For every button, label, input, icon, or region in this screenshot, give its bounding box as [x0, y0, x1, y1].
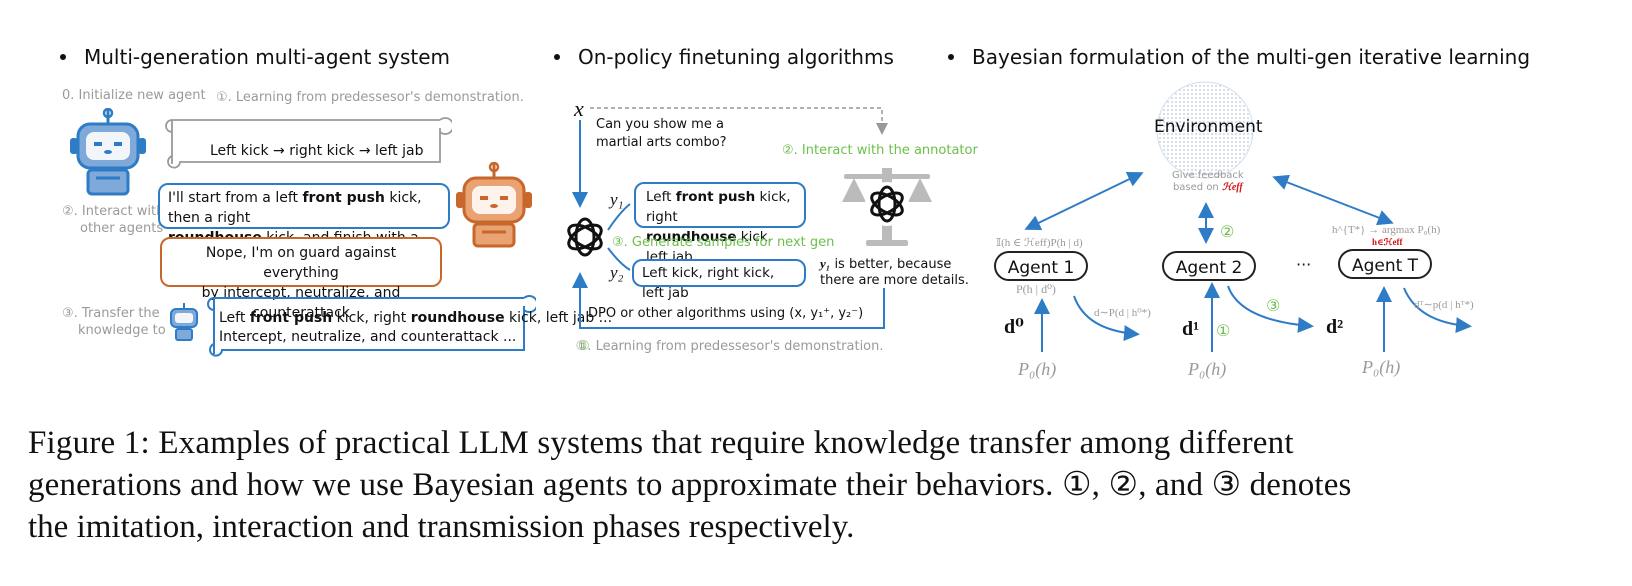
- circle-1-label: ①: [1216, 321, 1231, 340]
- sample-T-label: dᵀ∼p(d | hᵀ*): [1414, 299, 1474, 311]
- better-line1: y₁ is better, because: [820, 256, 952, 272]
- d1-label: d¹: [1182, 318, 1200, 340]
- y2-label: y₂: [610, 263, 624, 282]
- scroll-1: [165, 117, 452, 169]
- agent-2-box: Agent 2: [1162, 251, 1256, 281]
- orange-robot-icon: [456, 162, 532, 248]
- prompt-line1: Can you show me a: [596, 117, 724, 132]
- prior-T-label: P₀(h): [1362, 357, 1401, 377]
- indicator-label: 𝕀(h ∈ ℋeff)P(h | d): [996, 237, 1083, 249]
- y2-bubble: Left kick, right kick, left jab: [632, 259, 806, 301]
- panel2-heading: On-policy finetuning algorithms: [554, 45, 894, 69]
- panel3-arrows: [1024, 172, 1472, 352]
- bubble-orange-agent: Nope, I'm on guard against everything by…: [160, 237, 442, 321]
- posterior-1-label: P(h | d⁰): [1016, 282, 1056, 296]
- hT-label: h^{T*} → argmax P₀(h) h∈ℋeff: [1332, 224, 1441, 247]
- panel1-heading: Multi-generation multi-agent system: [60, 45, 450, 69]
- panel2-arrows: [572, 107, 888, 329]
- x-label: x: [574, 96, 584, 121]
- prompt-line2: martial arts combo?: [596, 135, 727, 150]
- agent-1-box: Agent 1: [994, 251, 1088, 281]
- scale-annotator-icon: [842, 168, 932, 246]
- scroll1-text: Left kick → right kick → left jab: [210, 143, 424, 159]
- step2-label-2: other agents: [80, 221, 164, 236]
- d2-label: d²: [1326, 316, 1344, 338]
- scroll2-line1: Left front push kick, right roundhouse k…: [219, 310, 613, 326]
- y1-label: y₁: [610, 190, 624, 209]
- ellipsis-dots: ···: [1296, 255, 1312, 274]
- step2-label-1: ②. Interact with: [62, 204, 165, 219]
- circle-3-label: ③: [1266, 296, 1281, 315]
- figure-caption: Figure 1: Examples of practical LLM syst…: [28, 425, 1352, 545]
- generate-label: ③. Generate samples for next gen: [612, 235, 835, 250]
- sample-1-label: d∼P(d | h⁰*): [1094, 307, 1151, 319]
- openai-logo-icon: [567, 217, 603, 257]
- step1-label: ①. Learning from predessesor's demonstra…: [216, 90, 524, 105]
- step3-label-2: knowledge to: [78, 323, 166, 338]
- annotator-label: ②. Interact with the annotator: [782, 143, 978, 158]
- better-line2: there are more details.: [820, 273, 969, 288]
- dpo-label: DPO or other algorithms using (x, y₁⁺, y…: [588, 306, 864, 321]
- step3-label-1: ③. Transfer the: [62, 306, 160, 321]
- prior-1-label: P₀(h): [1018, 359, 1057, 379]
- circle-2-label: ②: [1220, 222, 1235, 241]
- blue-robot-icon: [70, 108, 146, 196]
- environment-label: Environment: [1154, 117, 1263, 137]
- agent-T-box: Agent T: [1338, 249, 1432, 279]
- small-robot-icon: [170, 303, 198, 341]
- d0-label: d⁰: [1004, 316, 1024, 338]
- prior-2-label: P₀(h): [1188, 359, 1227, 379]
- bubble-blue-agent: I'll start from a left front push kick, …: [158, 183, 450, 266]
- step0-label: 0. Initialize new agent: [62, 88, 206, 103]
- learning-label: ①①. Learning from predessesor's demonstr…: [575, 339, 884, 354]
- scroll2-line2: Intercept, neutralize, and counterattack…: [219, 329, 517, 345]
- globe-icon: [1156, 81, 1254, 179]
- scroll-2: [207, 295, 536, 357]
- panel3-heading: Bayesian formulation of the multi-gen it…: [948, 45, 1530, 69]
- feedback-label: Give feedback based on ℋeff: [1172, 170, 1244, 193]
- y1-bubble: Left front push kick, right roundhouse k…: [634, 182, 806, 265]
